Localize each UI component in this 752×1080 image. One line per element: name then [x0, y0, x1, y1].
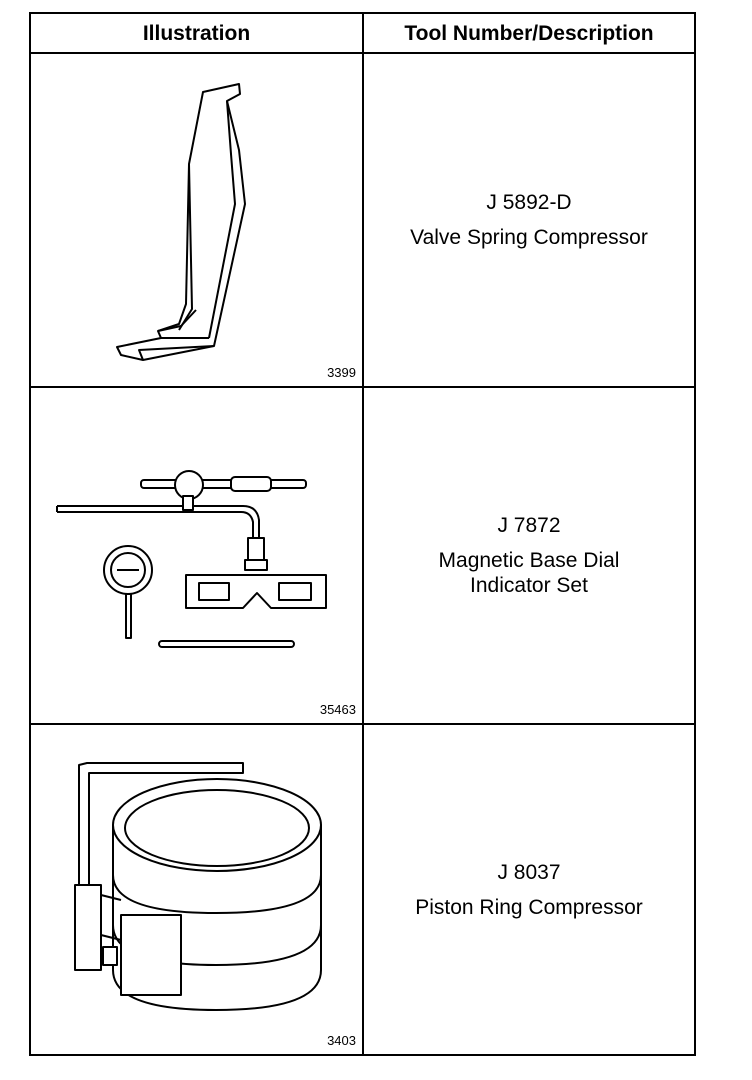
tool-number: J 8037	[497, 860, 561, 884]
valve-spring-compressor-icon	[116, 83, 246, 361]
table-header: Illustration Tool Number/Description	[31, 14, 694, 54]
piston-ring-compressor-icon	[74, 762, 322, 1011]
tool-description: Magnetic Base Dial Indicator Set	[438, 549, 620, 597]
tool-number: J 7872	[497, 514, 561, 537]
table-row: 3403 J 8037 Piston Ring Compressor	[31, 725, 694, 1054]
illustration-cell: 3403	[31, 725, 362, 1054]
tool-description: Valve Spring Compressor	[410, 226, 648, 249]
tool-number: J 5892-D	[486, 191, 572, 214]
figure-number: 3399	[327, 365, 356, 380]
tool-description-cell: J 7872 Magnetic Base Dial Indicator Set	[364, 388, 694, 723]
figure-number: 35463	[319, 702, 356, 717]
illustration-cell: 3399	[31, 54, 362, 386]
tool-description-cell: J 8037 Piston Ring Compressor	[364, 725, 694, 1054]
tool-table: Illustration Tool Number/Description 339…	[29, 12, 696, 1056]
table-row: 3399 J 5892-D Valve Spring Compressor	[31, 54, 694, 388]
figure-number: 3403	[327, 1033, 356, 1048]
tool-description: Piston Ring Compressor	[415, 895, 643, 919]
header-tool-description: Tool Number/Description	[404, 22, 654, 45]
column-divider	[362, 14, 364, 1054]
illustration-cell: 35463	[31, 388, 362, 723]
tool-description-cell: J 5892-D Valve Spring Compressor	[364, 54, 694, 386]
dial-indicator-set-icon	[56, 470, 327, 648]
header-illustration: Illustration	[142, 22, 251, 45]
table-row: 35463 J 7872 Magnetic Base Dial Indicato…	[31, 388, 694, 725]
